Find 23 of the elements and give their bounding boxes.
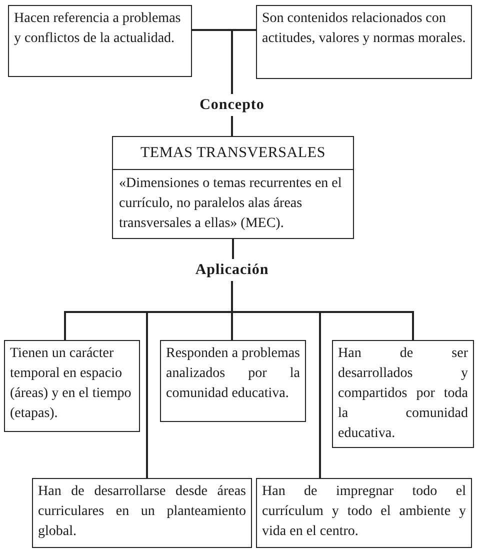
text-box xyxy=(112,136,354,239)
text-box xyxy=(256,478,472,548)
text-box xyxy=(160,340,306,422)
box-text: Hacen referencia a problemas y conflictos de la actualidad. xyxy=(14,10,182,48)
box-text: Han de desarrollarse desde áreas curriculares en un planteamiento global. xyxy=(38,483,246,541)
box-text: Tienen un carácter temporal en espacio (áreas) y en el tiempo (etapas). xyxy=(10,345,132,423)
connector-line xyxy=(232,239,234,259)
section-label: Aplicación xyxy=(195,261,269,280)
box-text: «Dimensiones o temas recurrentes en el currículo, no paralelos alas áreas transversales a ellas» (MEC). xyxy=(118,175,343,233)
text-box xyxy=(256,5,472,79)
box-text: Son contenidos relacionados con actitudes, valores y normas morales. xyxy=(262,10,466,48)
connector-line xyxy=(231,116,233,136)
connector-line xyxy=(231,281,414,340)
connector-line xyxy=(231,29,256,94)
box-text: Responden a problemas analizados por la comunidad educativa. xyxy=(166,345,300,403)
box-text: Han de impregnar todo el currículum y todo el ambiente y vida en el centro. xyxy=(262,483,466,541)
text-box xyxy=(4,340,140,432)
text-box xyxy=(32,478,252,548)
text-box xyxy=(332,340,474,448)
text-box xyxy=(8,5,192,77)
box-heading: TEMAS TRANSVERSALES xyxy=(113,137,353,170)
box-text: Han de ser desarrollados y compartidos por toda la comunidad educativa. xyxy=(338,345,468,443)
section-label: Concepto xyxy=(200,96,264,115)
